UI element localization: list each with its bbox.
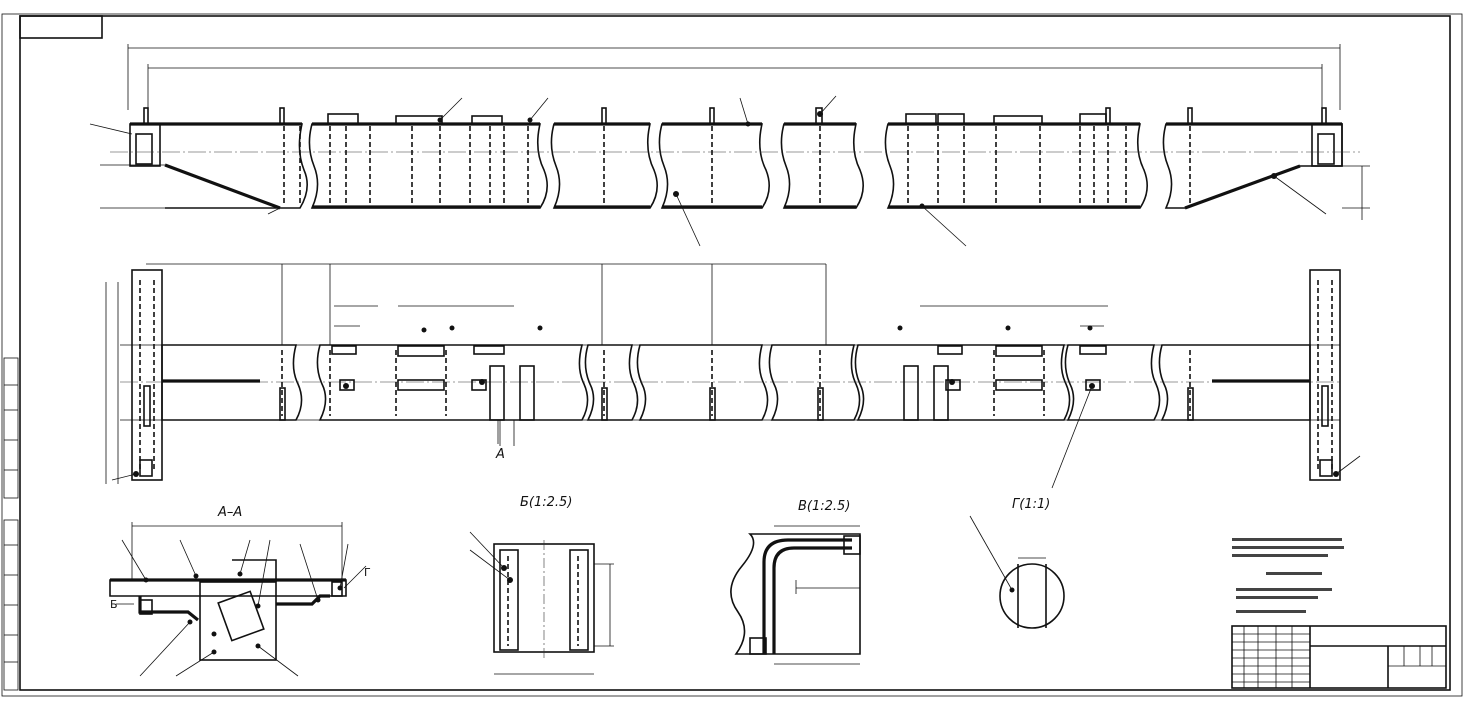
detail-v: В(1:2.5) xyxy=(730,499,861,665)
plan-dashes xyxy=(279,350,1194,421)
section-letter-a: А xyxy=(495,447,505,462)
detail-b: Б(1:2.5) xyxy=(469,495,614,675)
section-callout-g: Г xyxy=(364,566,371,579)
detail-g-title: Г(1:1) xyxy=(1012,497,1050,512)
detail-g: Г(1:1) xyxy=(969,497,1065,629)
section-aa-leaders xyxy=(121,539,349,677)
plan-dimensions xyxy=(281,264,1108,446)
detail-v-title: В(1:2.5) xyxy=(798,499,850,514)
elevation-posts xyxy=(143,107,1327,125)
technical-notes xyxy=(1232,538,1344,613)
elevation-stiffeners xyxy=(283,126,1191,206)
plan-view: А xyxy=(105,263,1361,489)
title-block xyxy=(1231,625,1447,689)
section-callout-b: Б xyxy=(110,598,118,611)
section-aa: А–А Б Г xyxy=(109,505,371,677)
elevation-view xyxy=(89,44,1370,247)
detail-b-title: Б(1:2.5) xyxy=(520,495,572,510)
elevation-leaders xyxy=(89,95,1327,247)
sheet-frame xyxy=(1,13,1463,697)
plan-leaders xyxy=(111,325,1361,489)
section-aa-title: А–А xyxy=(217,505,242,520)
plan-details xyxy=(331,345,1107,421)
